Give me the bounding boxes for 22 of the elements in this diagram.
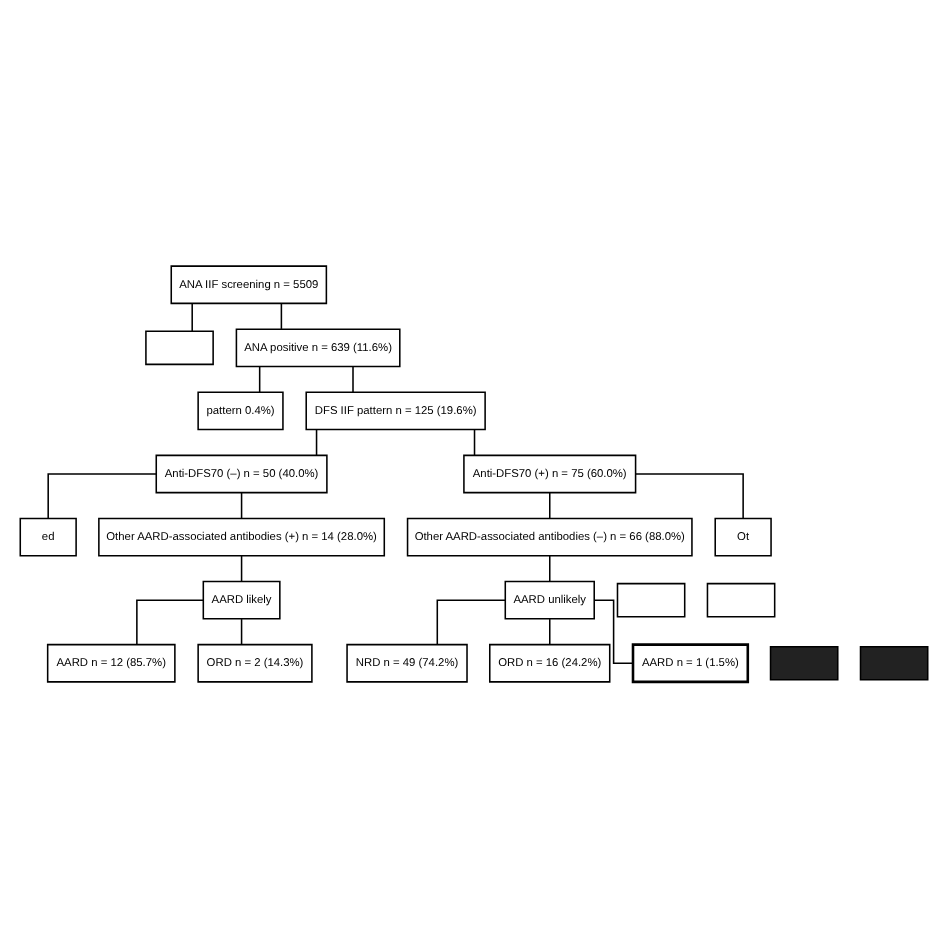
node-box: [859, 645, 929, 681]
connector: [548, 618, 551, 646]
connector: [240, 555, 243, 583]
connector: [240, 492, 243, 519]
connector: [352, 366, 354, 393]
connector: [634, 473, 744, 519]
node-box: [706, 582, 776, 618]
node-box: [616, 582, 686, 618]
connector: [315, 429, 318, 456]
connector: [473, 429, 476, 456]
connector: [258, 366, 261, 393]
connector: [548, 492, 551, 519]
connector: [593, 599, 634, 665]
connector: [191, 302, 193, 332]
connector: [240, 618, 243, 646]
connector: [548, 555, 551, 583]
connector: [47, 473, 157, 519]
connector: [136, 599, 204, 646]
connector: [280, 302, 283, 330]
connector: [436, 599, 506, 646]
node-box: [769, 645, 839, 681]
node-box: [145, 330, 214, 366]
